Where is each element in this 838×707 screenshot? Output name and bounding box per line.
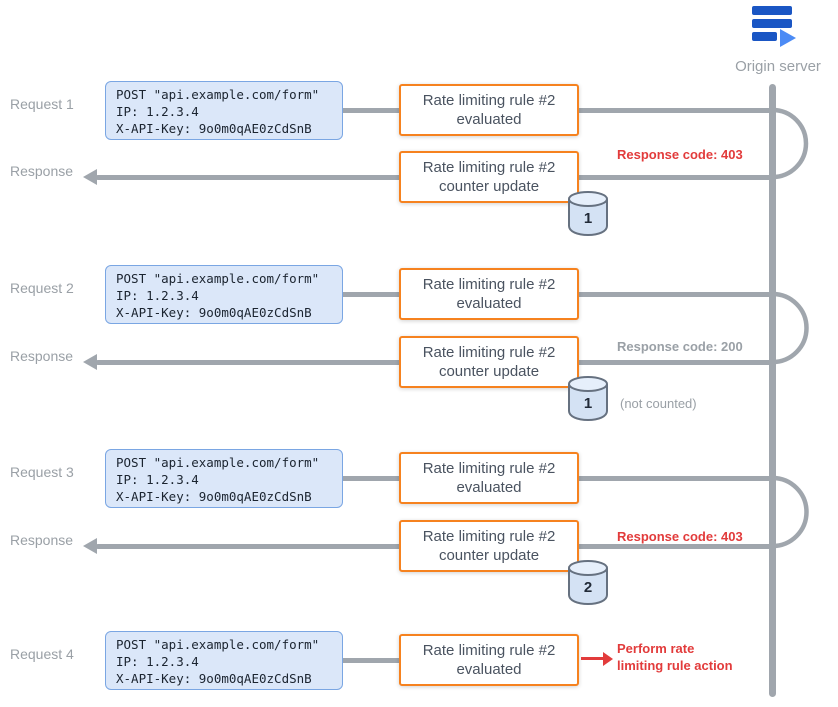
payload-ip-line: IP: 1.2.3.4 <box>116 654 199 669</box>
lane-label-response-3: Response <box>10 532 74 548</box>
counter-database-icon-3: 2 <box>564 559 612 610</box>
rule-box-label: Rate limiting rule #2 <box>422 460 556 477</box>
lane-label-request-2: Request 2 <box>10 280 74 296</box>
request-payload-box-1: POST "api.example.com/form" IP: 1.2.3.4 … <box>105 81 343 140</box>
lane-label-request-3: Request 3 <box>10 464 74 480</box>
rule-box-label: Rate limiting rule #2 <box>422 344 556 361</box>
rule-box-label: Rate limiting rule #2 <box>422 642 556 659</box>
rule-box-label: Rate limiting rule #2 <box>422 159 556 176</box>
rule-box-label: Rate limiting rule #2 <box>422 528 556 545</box>
lane-label-request-4: Request 4 <box>10 646 74 662</box>
mitigation-action-line-1: Perform rate <box>617 641 695 656</box>
counter-value-2: 1 <box>584 395 592 412</box>
rule-box-label: evaluated <box>456 479 522 496</box>
rule-box-label: Rate limiting rule #2 <box>422 276 556 293</box>
origin-lifeline <box>769 84 776 697</box>
response-code-annotation-3: Response code: 403 <box>617 529 743 544</box>
payload-method-line: POST "api.example.com/form" <box>116 87 320 102</box>
payload-ip-line: IP: 1.2.3.4 <box>116 288 199 303</box>
payload-ip-line: IP: 1.2.3.4 <box>116 104 199 119</box>
request-payload-box-2: POST "api.example.com/form" IP: 1.2.3.4 … <box>105 265 343 324</box>
rule-evaluated-box-4: Rate limiting rule #2 evaluated <box>399 634 579 686</box>
payload-apikey-line: X-API-Key: 9o0m0qAE0zCdSnB <box>116 121 312 136</box>
origin-server-label: Origin server <box>735 58 821 75</box>
response-code-annotation-2: Response code: 200 <box>617 339 743 354</box>
response-code-annotation-1: Response code: 403 <box>617 147 743 162</box>
counter-value-3: 2 <box>584 579 592 596</box>
request-payload-box-4: POST "api.example.com/form" IP: 1.2.3.4 … <box>105 631 343 690</box>
payload-apikey-line: X-API-Key: 9o0m0qAE0zCdSnB <box>116 671 312 686</box>
rule-box-label: evaluated <box>456 295 522 312</box>
payload-method-line: POST "api.example.com/form" <box>116 455 320 470</box>
payload-ip-line: IP: 1.2.3.4 <box>116 472 199 487</box>
rule-evaluated-box-3: Rate limiting rule #2 evaluated <box>399 452 579 504</box>
origin-server-icon <box>746 2 802 55</box>
counter-update-box-3: Rate limiting rule #2 counter update <box>399 520 579 572</box>
response-arrowhead-3 <box>83 538 97 554</box>
payload-method-line: POST "api.example.com/form" <box>116 271 320 286</box>
mitigation-arrow-icon <box>603 652 613 666</box>
mitigation-action-line-2: limiting rule action <box>617 658 733 673</box>
lane-label-response-2: Response <box>10 348 74 364</box>
rule-evaluated-box-1: Rate limiting rule #2 evaluated <box>399 84 579 136</box>
rule-box-label: Rate limiting rule #2 <box>422 92 556 109</box>
lane-label-response-1: Response <box>10 163 74 179</box>
counter-database-icon-1: 1 <box>564 190 612 241</box>
rule-box-label: counter update <box>438 178 540 195</box>
not-counted-note: (not counted) <box>620 396 697 411</box>
rule-box-label: counter update <box>438 363 540 380</box>
counter-value-1: 1 <box>584 210 592 227</box>
mitigation-connector-line <box>581 657 605 660</box>
counter-update-box-2: Rate limiting rule #2 counter update <box>399 336 579 388</box>
payload-apikey-line: X-API-Key: 9o0m0qAE0zCdSnB <box>116 489 312 504</box>
mitigation-action-annotation: Perform rate limiting rule action <box>617 640 733 674</box>
payload-method-line: POST "api.example.com/form" <box>116 637 320 652</box>
rule-box-label: evaluated <box>456 111 522 128</box>
rule-evaluated-box-2: Rate limiting rule #2 evaluated <box>399 268 579 320</box>
rule-box-label: evaluated <box>456 661 522 678</box>
counter-update-box-1: Rate limiting rule #2 counter update <box>399 151 579 203</box>
payload-apikey-line: X-API-Key: 9o0m0qAE0zCdSnB <box>116 305 312 320</box>
response-arrowhead-2 <box>83 354 97 370</box>
rule-box-label: counter update <box>438 547 540 564</box>
response-arrowhead-1 <box>83 169 97 185</box>
request-payload-box-3: POST "api.example.com/form" IP: 1.2.3.4 … <box>105 449 343 508</box>
counter-database-icon-2: 1 <box>564 375 612 426</box>
lane-label-request-1: Request 1 <box>10 96 74 112</box>
